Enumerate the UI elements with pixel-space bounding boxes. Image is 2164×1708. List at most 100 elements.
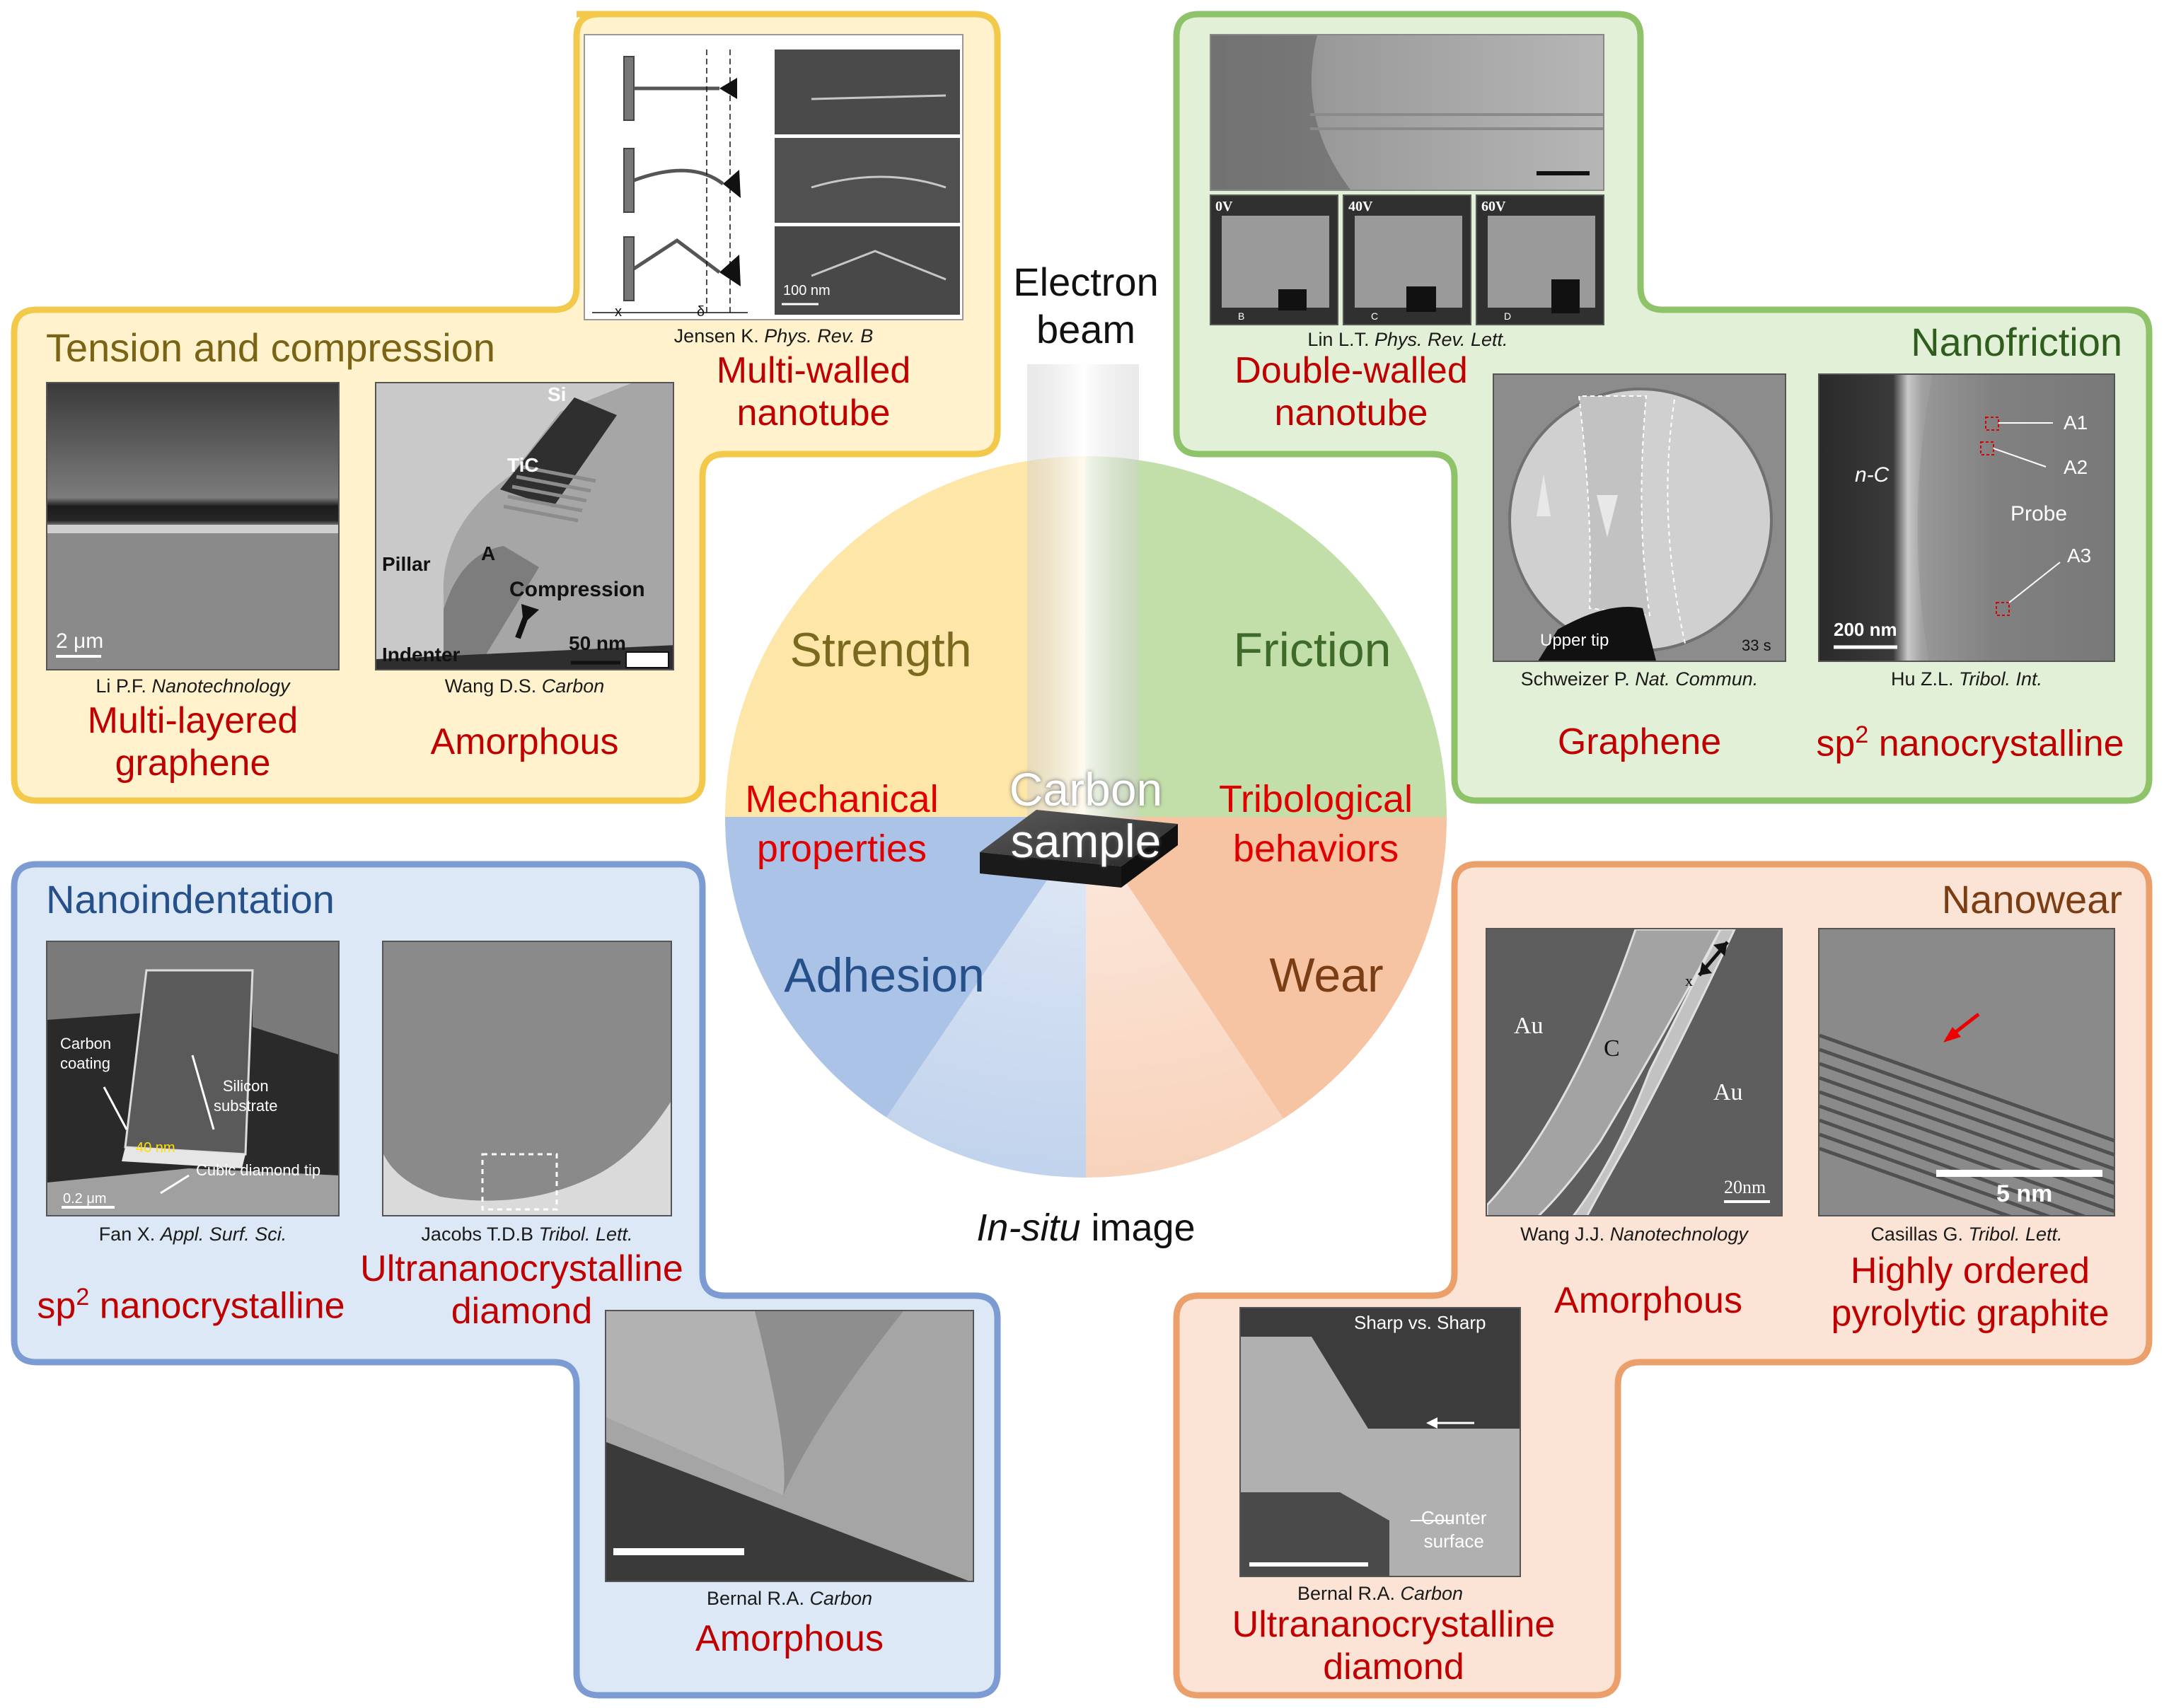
c-label: C bbox=[1604, 1035, 1620, 1062]
category-line2: nanotube bbox=[736, 392, 891, 434]
ref-journal: Nanotechnology bbox=[151, 675, 290, 697]
au-contact-drawing bbox=[1487, 929, 1770, 1215]
nanowear-heading: Nanowear bbox=[1941, 877, 2122, 922]
uncd-tip-reference: Jacobs T.D.B Tribol. Lett. bbox=[382, 1224, 672, 1245]
probe-category: sp2 nanocrystalline bbox=[1797, 721, 2143, 765]
au-label-2: Au bbox=[1713, 1079, 1743, 1105]
au-scale-label: 20nm bbox=[1724, 1177, 1766, 1197]
uncd-wear-category: Ultrananocrystalline diamond bbox=[1203, 1604, 1585, 1689]
ref-journal: Tribol. Lett. bbox=[538, 1224, 633, 1245]
au-contact-reference: Wang J.J. Nanotechnology bbox=[1486, 1224, 1783, 1245]
graphene-edge bbox=[47, 525, 338, 533]
membrane-reference: Schweizer P. Nat. Commun. bbox=[1493, 668, 1786, 690]
pillar-label: Pillar bbox=[382, 553, 431, 575]
mwnt-figure: x δ 100 nm bbox=[584, 34, 964, 320]
probe-drawing bbox=[1834, 375, 2114, 661]
ref-author: Wang D.S. bbox=[444, 675, 542, 697]
tribological-line2: behaviors bbox=[1232, 827, 1399, 871]
strength-quadrant bbox=[725, 456, 1086, 817]
hopg-image: 5 nm bbox=[1818, 928, 2115, 1216]
category-line2: diamond bbox=[451, 1290, 593, 1332]
pillar-reference: Wang D.S. Carbon bbox=[375, 675, 674, 697]
carbon-line1: Carbon bbox=[1009, 763, 1163, 815]
ref-journal: Nat. Commun. bbox=[1635, 668, 1759, 690]
category-line1: Multi-layered bbox=[87, 700, 299, 741]
category-sp: sp bbox=[1816, 723, 1856, 765]
graphene-scale-bar bbox=[56, 655, 101, 658]
dwnt-frame-40v: 40V C bbox=[1343, 194, 1471, 325]
mechanical-properties-label: Mechanical properties bbox=[722, 774, 962, 873]
graphene-tem-image: 2 μm bbox=[46, 382, 340, 670]
silicon-substrate-label: Silicon substrate bbox=[214, 1077, 278, 1115]
electron-beam-label: Electron beam bbox=[990, 258, 1181, 353]
carbon-coating-label: Carbon coating bbox=[60, 1035, 112, 1072]
ref-author: Fan X. bbox=[98, 1224, 161, 1245]
category-rest: nanocrystalline bbox=[1868, 723, 2124, 765]
diamond-tip-image: Carbon coating Silicon substrate Cubic d… bbox=[46, 941, 340, 1216]
mwnt-schematic bbox=[592, 50, 960, 315]
category-line2: graphene bbox=[115, 742, 271, 784]
pillar-drawing bbox=[376, 383, 673, 669]
mechanical-line1: Mechanical bbox=[745, 778, 939, 820]
thickness-label: 40 nm bbox=[136, 1140, 175, 1156]
membrane-category: Graphene bbox=[1557, 721, 1722, 762]
dwnt-tube bbox=[1211, 35, 1603, 190]
dwnt-reference: Lin L.T. Phys. Rev. Lett. bbox=[1210, 329, 1606, 351]
in-situ-image-label: In-situ image bbox=[898, 1206, 1273, 1250]
tribological-behaviors-label: Tribological behaviors bbox=[1199, 774, 1433, 873]
uncd-wear-drawing bbox=[1241, 1308, 1520, 1576]
dwnt-category: Double-walled nanotube bbox=[1203, 350, 1500, 435]
ref-journal: Tribol. Lett. bbox=[1968, 1224, 2063, 1245]
a2-label: A2 bbox=[2064, 456, 2088, 478]
counter-surface-label: Counter surface bbox=[1421, 1507, 1487, 1552]
amorphous-contact-category: Amorphous bbox=[695, 1618, 884, 1659]
probe-reference: Hu Z.L. Tribol. Int. bbox=[1818, 668, 2115, 690]
in-situ-rest: image bbox=[1080, 1207, 1196, 1249]
amorphous-contact-drawing bbox=[606, 1311, 968, 1581]
category-line1: Double-walled bbox=[1234, 350, 1468, 391]
a3-label: A3 bbox=[2067, 545, 2092, 567]
nc-label: n-C bbox=[1855, 463, 1890, 487]
graphene-membrane-image: Upper tip 33 s bbox=[1493, 373, 1786, 662]
ref-journal: Phys. Rev. Lett. bbox=[1374, 329, 1508, 350]
tension-heading: Tension and compression bbox=[46, 325, 496, 370]
graphene-category: Multi-layered graphene bbox=[46, 700, 340, 785]
strength-label: Strength bbox=[789, 623, 972, 677]
ref-journal: Carbon bbox=[1400, 1583, 1464, 1604]
ref-journal: Appl. Surf. Sci. bbox=[160, 1224, 287, 1245]
probe-scale-label: 200 nm bbox=[1834, 619, 1897, 640]
uncd-tip-image bbox=[382, 941, 672, 1216]
category-line2: diamond bbox=[1323, 1646, 1464, 1687]
dwnt-hrtem-image bbox=[1210, 34, 1604, 191]
ref-journal: Nanotechnology bbox=[1609, 1224, 1748, 1245]
ref-author: Hu Z.L. bbox=[1890, 668, 1959, 690]
voltage-label: 60V bbox=[1481, 199, 1506, 214]
category-line1: Multi-walled bbox=[716, 350, 911, 391]
ref-author: Bernal R.A. bbox=[706, 1588, 810, 1609]
mwnt-category: Multi-walled nanotube bbox=[658, 350, 969, 435]
amorphous-contact-reference: Bernal R.A. Carbon bbox=[605, 1588, 974, 1610]
mechanical-line2: properties bbox=[756, 827, 927, 871]
frame-particle bbox=[1551, 279, 1580, 313]
category-line1: Highly ordered bbox=[1850, 1250, 2090, 1291]
category-line2: nanotube bbox=[1274, 392, 1428, 434]
ref-author: Casillas G. bbox=[1870, 1224, 1969, 1245]
pillar-scale-label: 50 nm bbox=[569, 632, 626, 654]
dwnt-frame-60v: 60V D bbox=[1476, 194, 1604, 325]
mwnt-reference: Jensen K. Phys. Rev. B bbox=[584, 325, 964, 347]
frame-label: C bbox=[1371, 310, 1379, 322]
tic-label: TiC bbox=[507, 454, 539, 476]
hopg-category: Highly ordered pyrolytic graphite bbox=[1797, 1250, 2143, 1335]
au-label-1: Au bbox=[1514, 1013, 1544, 1039]
ref-author: Wang J.J. bbox=[1520, 1224, 1610, 1245]
central-diagram bbox=[725, 364, 1447, 1178]
a-label: A bbox=[481, 542, 496, 564]
au-contact-category: Amorphous bbox=[1554, 1280, 1742, 1321]
electron-label-line1: Electron bbox=[1013, 260, 1159, 304]
ref-journal: Carbon bbox=[541, 675, 605, 697]
friction-quadrant bbox=[1086, 456, 1447, 817]
si-label: Si bbox=[548, 383, 567, 405]
sharp-label: Sharp vs. Sharp bbox=[1354, 1312, 1486, 1333]
ref-author: Jacobs T.D.B bbox=[421, 1224, 539, 1245]
uncd-wear-image: Sharp vs. Sharp Counter surface bbox=[1239, 1307, 1521, 1577]
